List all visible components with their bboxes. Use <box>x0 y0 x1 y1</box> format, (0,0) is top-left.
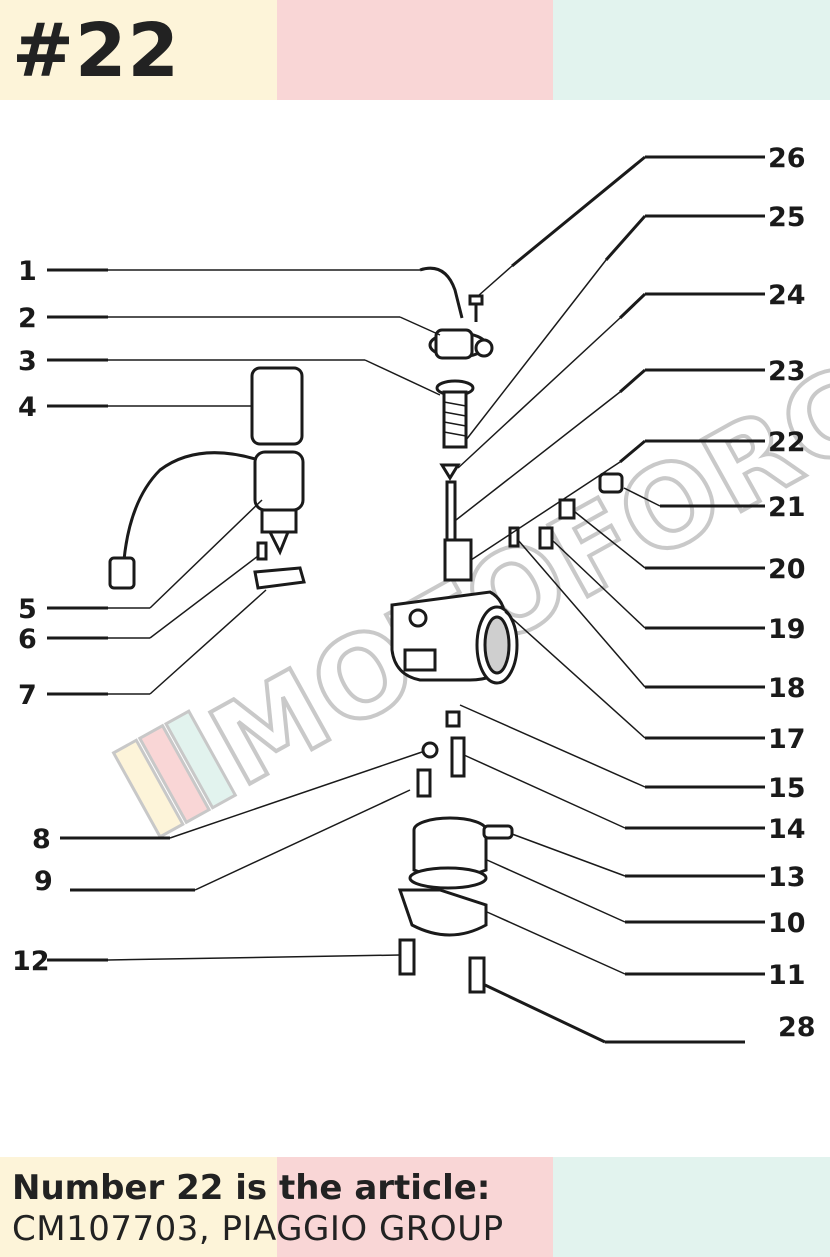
leader-lines <box>47 155 765 1044</box>
callout-10: 10 <box>768 908 806 939</box>
callout-14: 14 <box>768 814 806 845</box>
part-screw-20 <box>558 498 576 520</box>
part-jet-9 <box>416 768 432 798</box>
callout-5: 5 <box>18 594 37 625</box>
callout-28: 28 <box>778 1012 816 1043</box>
part-spring <box>435 379 475 449</box>
callout-12: 12 <box>12 946 50 977</box>
callout-6: 6 <box>18 624 37 655</box>
top-band-yellow <box>0 0 277 100</box>
part-slide <box>443 538 473 582</box>
part-number-title: #22 <box>12 8 180 94</box>
callout-13: 13 <box>768 862 806 893</box>
bottom-band-yellow <box>0 1157 277 1257</box>
callout-26: 26 <box>768 143 806 174</box>
callout-7: 7 <box>18 680 37 711</box>
callout-1: 1 <box>18 256 37 287</box>
callout-18: 18 <box>768 673 806 704</box>
callout-17: 17 <box>768 724 806 755</box>
part-clamp <box>253 566 306 590</box>
part-screw-6 <box>256 541 268 561</box>
bottom-band-pink <box>276 1157 554 1257</box>
part-jet-14 <box>450 736 466 778</box>
top-band-pink <box>276 0 554 100</box>
part-carburetor-body <box>390 590 519 685</box>
part-clip <box>439 463 461 481</box>
callout-24: 24 <box>768 280 806 311</box>
exploded-parts-diagram: MOTOFORCIA <box>12 143 830 1044</box>
part-screw-18 <box>508 526 520 548</box>
callout-21: 21 <box>768 492 806 523</box>
part-screw-19 <box>538 526 554 550</box>
part-jet-8 <box>421 741 439 759</box>
part-float-bowl <box>397 816 514 937</box>
callout-4: 4 <box>18 392 37 423</box>
callout-2: 2 <box>18 303 37 334</box>
watermark-stripe-mint <box>163 709 238 810</box>
part-jet-15 <box>445 710 461 728</box>
part-screw-26 <box>468 294 484 322</box>
part-fuel-tube <box>419 266 464 319</box>
callout-19: 19 <box>768 614 806 645</box>
callout-23: 23 <box>768 356 806 387</box>
callout-22: 22 <box>768 427 806 458</box>
part-choke-cover <box>250 366 304 446</box>
callout-15: 15 <box>768 773 806 804</box>
part-choke-cable <box>122 451 266 561</box>
part-connector <box>108 556 136 590</box>
bottom-band-mint <box>553 1157 830 1257</box>
part-top-cap <box>428 328 494 360</box>
callout-20: 20 <box>768 554 806 585</box>
watermark-stripe-yellow <box>111 738 185 839</box>
part-choke-unit <box>253 450 305 556</box>
callout-8: 8 <box>32 824 51 855</box>
article-code: CM107703, PIAGGIO GROUP <box>12 1209 504 1249</box>
top-band-mint <box>553 0 830 100</box>
part-screw-21 <box>598 472 624 494</box>
bottom-color-band <box>0 1157 830 1257</box>
part-screw-28 <box>468 956 486 994</box>
callout-9: 9 <box>34 866 53 897</box>
callout-25: 25 <box>768 202 806 233</box>
part-needle <box>445 480 457 542</box>
watermark-stripe-pink <box>137 723 212 825</box>
callout-3: 3 <box>18 346 37 377</box>
part-screw-12 <box>398 938 416 976</box>
article-heading: Number 22 is the article: <box>12 1168 491 1208</box>
callout-11: 11 <box>768 960 806 991</box>
top-color-band <box>0 0 830 100</box>
